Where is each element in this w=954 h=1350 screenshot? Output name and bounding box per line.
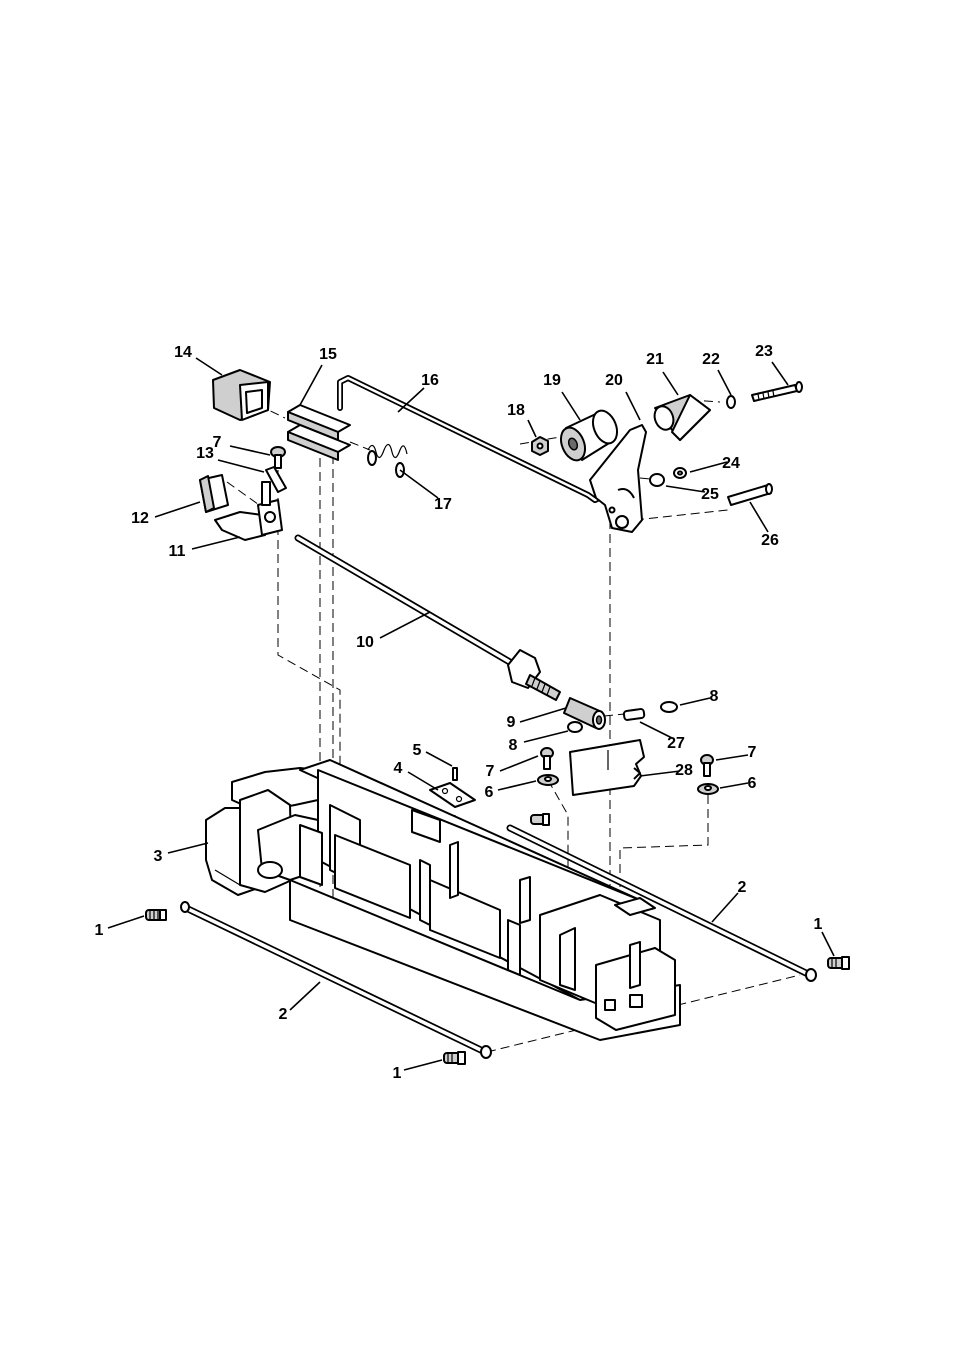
part-callout-10: 10: [356, 634, 374, 651]
part-callout-19: 19: [543, 372, 561, 389]
screw-washer-right: [698, 755, 718, 794]
pin-27: [624, 709, 645, 721]
part-callout-11: 11: [169, 543, 186, 560]
washer-24: [674, 468, 686, 478]
screw-1a: [146, 910, 166, 920]
part-callout-7: 7: [486, 763, 495, 780]
part-callout-1: 1: [814, 916, 823, 933]
lead-screw: [298, 538, 560, 700]
pin-26: [728, 484, 772, 505]
part-callout-24: 24: [722, 455, 740, 472]
part-callout-20: 20: [605, 372, 623, 389]
nut-18: [532, 437, 548, 455]
part-callout-25: 25: [701, 486, 719, 503]
part-callout-6: 6: [485, 784, 494, 801]
part-callout-22: 22: [702, 351, 720, 368]
part-callout-2: 2: [738, 879, 747, 896]
washer-25: [650, 474, 664, 486]
part-callout-8: 8: [509, 737, 518, 754]
washer-8b: [661, 702, 677, 712]
part-callout-15: 15: [319, 346, 337, 363]
washer-8a: [568, 722, 582, 732]
washer-22: [727, 396, 735, 408]
part-callout-27: 27: [667, 735, 685, 752]
part-callout-18: 18: [507, 402, 525, 419]
part-callout-5: 5: [413, 742, 422, 759]
part-callout-6: 6: [748, 775, 757, 792]
knob-12: [200, 475, 228, 512]
part-callout-28: 28: [675, 762, 693, 779]
indicator-plate: [570, 740, 644, 795]
part-callout-9: 9: [507, 714, 516, 731]
sleeve-14: [213, 370, 270, 420]
part-callout-2: 2: [279, 1006, 288, 1023]
spring-17: [368, 444, 407, 477]
bolt-23: [752, 382, 802, 401]
part-callout-23: 23: [755, 343, 773, 360]
part-callout-3: 3: [154, 848, 163, 865]
screw-1c: [444, 1052, 465, 1064]
part-callout-17: 17: [434, 496, 452, 513]
part-callout-26: 26: [761, 532, 779, 549]
part-callout-4: 4: [394, 760, 403, 777]
part-callout-14: 14: [174, 344, 192, 361]
slide-bars-15: [288, 405, 350, 460]
part-callout-16: 16: [421, 372, 439, 389]
part-callout-12: 12: [131, 510, 149, 527]
base-frame: [206, 760, 680, 1040]
part-callout-21: 21: [646, 351, 664, 368]
part-callout-1: 1: [95, 922, 104, 939]
clamp-plate: [430, 768, 475, 807]
screw-small: [531, 814, 549, 825]
screw-washer-center: [538, 748, 558, 785]
part-callout-7: 7: [748, 744, 757, 761]
part-callout-1: 1: [393, 1065, 402, 1082]
part-callout-13: 13: [196, 445, 214, 462]
part-callout-8: 8: [710, 688, 719, 705]
screw-1b: [828, 957, 849, 969]
handle-21: [651, 395, 710, 440]
